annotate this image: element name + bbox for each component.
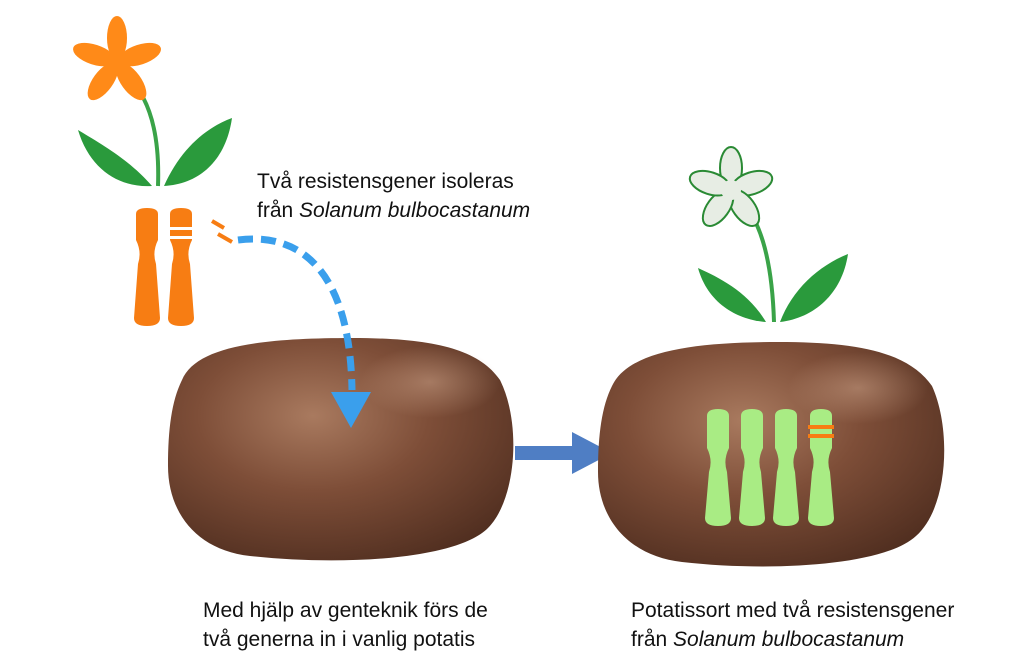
process-arrow bbox=[515, 432, 612, 474]
arrow-shaft bbox=[515, 446, 577, 460]
orange-flower-icon bbox=[73, 16, 161, 101]
isolated-gene-fragments-icon bbox=[210, 219, 233, 244]
wild-chromosome-pair bbox=[134, 208, 233, 326]
pale-flower-icon bbox=[688, 146, 774, 227]
caption-result-line1: Potatissort med två resistensgener bbox=[631, 599, 955, 622]
green-chromosome-icon bbox=[773, 409, 799, 526]
wild-plant bbox=[73, 16, 232, 187]
wild-chromosome-with-genes-icon bbox=[168, 208, 194, 326]
caption-insert: Med hjälp av genteknik förs de två gener… bbox=[203, 596, 488, 654]
caption-result-line2: från Solanum bulbocastanum bbox=[631, 625, 954, 654]
wild-plant-left-leaf-icon bbox=[78, 130, 152, 187]
caption-result: Potatissort med två resistensgener från … bbox=[631, 596, 954, 654]
modified-potato bbox=[598, 342, 945, 567]
caption-isolate-prefix: från bbox=[257, 199, 300, 222]
inserted-gene-band-2 bbox=[808, 434, 834, 438]
green-chromosome-icon bbox=[705, 409, 731, 526]
ordinary-potato bbox=[168, 338, 514, 561]
caption-result-prefix: från bbox=[631, 628, 674, 651]
caption-isolate-species: Solanum bulbocastanum bbox=[299, 199, 531, 222]
caption-insert-line1: Med hjälp av genteknik förs de bbox=[203, 599, 488, 622]
result-plant-left-leaf-icon bbox=[698, 268, 766, 322]
caption-result-species: Solanum bulbocastanum bbox=[673, 628, 905, 651]
inserted-gene-band-1 bbox=[808, 425, 834, 429]
arrow-head-icon bbox=[572, 432, 612, 474]
result-plant bbox=[688, 146, 848, 323]
green-chromosome-icon bbox=[739, 409, 765, 526]
result-plant-right-leaf-icon bbox=[780, 254, 848, 322]
green-chromosome-with-genes-icon bbox=[808, 409, 834, 526]
wild-chromosome-icon bbox=[134, 208, 160, 326]
caption-insert-line2: två generna in i vanlig potatis bbox=[203, 628, 476, 651]
caption-isolate-line1: Två resistensgener isoleras bbox=[257, 170, 514, 193]
wild-plant-right-leaf-icon bbox=[164, 118, 232, 186]
gene-gap-1 bbox=[168, 227, 194, 230]
modified-chromosome-set bbox=[705, 409, 834, 526]
insertion-dashed-arrow bbox=[237, 235, 371, 428]
dashed-arrow-head-icon bbox=[331, 392, 371, 428]
gene-gap-2 bbox=[168, 236, 194, 239]
caption-isolate-line2: från Solanum bulbocastanum bbox=[257, 196, 530, 225]
caption-isolate: Två resistensgener isoleras från Solanum… bbox=[257, 167, 530, 225]
